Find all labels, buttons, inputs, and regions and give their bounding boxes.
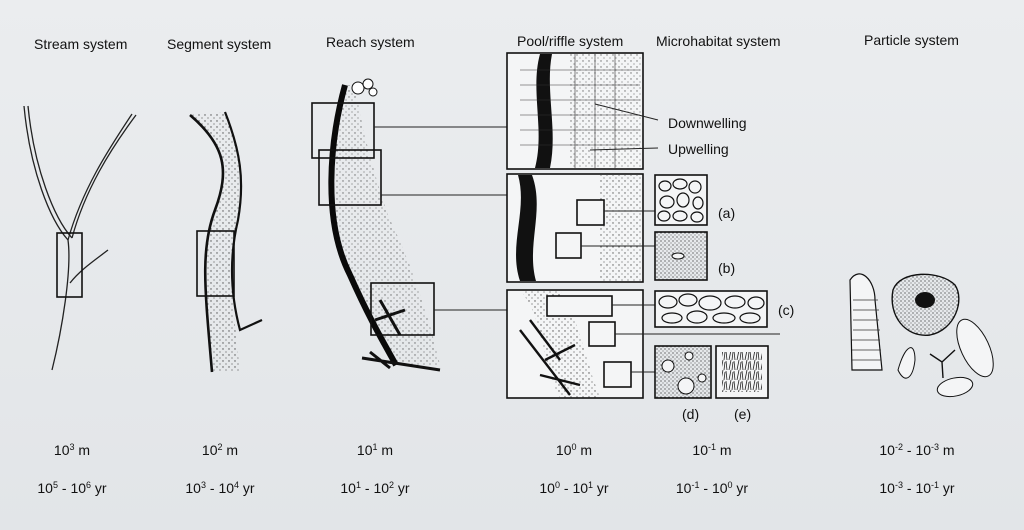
time-scale-reach: 101 - 102 yr [340, 480, 410, 496]
panel-letter-a: (a) [718, 205, 736, 221]
time-scale-microhabitat: 10-1 - 100 yr [675, 480, 749, 496]
micro-panel-d [654, 345, 712, 399]
particle-sketches [849, 273, 994, 398]
downwelling-label: Downwelling [668, 115, 747, 131]
pool-panel-3 [506, 289, 644, 399]
time-scale-particle: 10-3 - 10-1 yr [879, 480, 955, 496]
title-stream: Stream system [34, 36, 128, 52]
space-scale-stream: 103 m [53, 442, 91, 458]
space-scale-particle: 10-2 - 10-3 m [879, 442, 955, 458]
panel-letter-b: (b) [718, 260, 736, 276]
title-reach: Reach system [326, 34, 415, 50]
time-scale-segment: 103 - 104 yr [185, 480, 255, 496]
segment-channel-sketch [189, 111, 263, 373]
title-segment: Segment system [167, 36, 272, 52]
pool-panel-1 [506, 52, 644, 170]
pool-panel-2 [506, 173, 644, 283]
reach-channel-sketch [328, 78, 441, 372]
stream-focus-box [56, 232, 83, 298]
micro-panel-a [654, 174, 708, 226]
panel-letter-e: (e) [734, 406, 752, 422]
micro-panel-b [654, 231, 708, 281]
title-pool-riffle: Pool/riffle system [517, 33, 624, 49]
reach-box-3 [370, 282, 435, 336]
panel-letter-d: (d) [682, 406, 700, 422]
space-scale-pool-riffle: 100 m [555, 442, 593, 458]
reach-box-1 [311, 102, 375, 159]
connector-lines [374, 126, 508, 311]
title-particle: Particle system [864, 32, 959, 48]
space-scale-reach: 101 m [356, 442, 394, 458]
time-scale-stream: 105 - 106 yr [37, 480, 107, 496]
space-scale-segment: 102 m [201, 442, 239, 458]
reach-box-2 [318, 149, 382, 206]
stream-network-sketch [23, 105, 137, 371]
panel-letter-c: (c) [778, 302, 795, 318]
upwelling-label: Upwelling [668, 141, 729, 157]
title-microhabitat: Microhabitat system [656, 33, 781, 49]
time-scale-pool-riffle: 100 - 101 yr [539, 480, 609, 496]
microhabitat-connectors [581, 103, 780, 373]
space-scale-microhabitat: 10-1 m [692, 442, 732, 458]
micro-panel-e [715, 345, 769, 399]
segment-focus-box [196, 230, 235, 297]
micro-panel-c [654, 290, 768, 328]
